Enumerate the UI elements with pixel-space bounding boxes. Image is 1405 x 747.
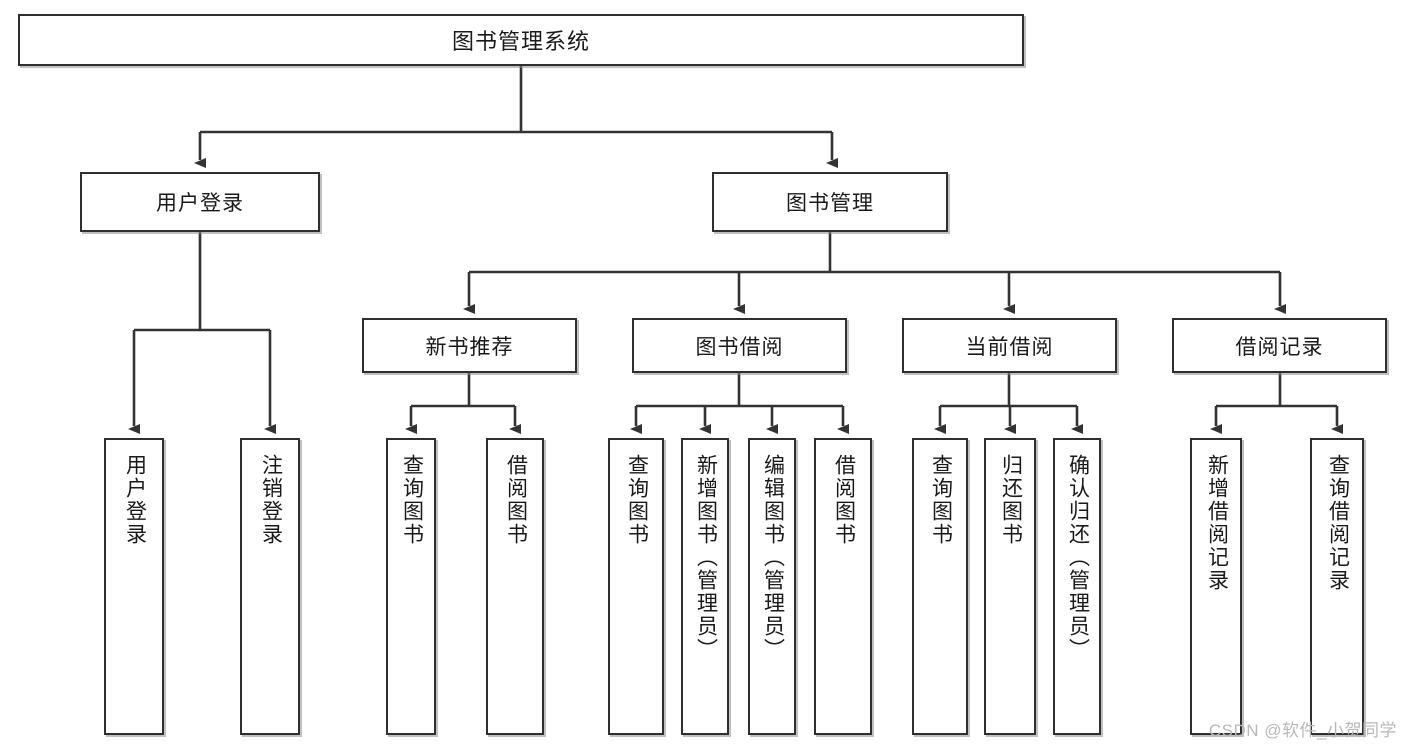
node-book-management[interactable]: 图书管理	[712, 172, 948, 232]
node-current-borrow[interactable]: 当前借阅	[902, 318, 1117, 373]
node-label: 图书管理	[786, 192, 874, 215]
node-label: 编辑图书（管理员）	[761, 454, 785, 661]
node-book-borrow[interactable]: 图书借阅	[632, 318, 847, 373]
node-label: 图书借阅	[695, 335, 784, 359]
node-new-book-recommend[interactable]: 新书推荐	[362, 318, 577, 373]
watermark: CSDN @软件_小贺同学	[1208, 721, 1397, 740]
node-label: 查询借阅记录	[1326, 454, 1350, 592]
leaf-query-book-borrow[interactable]: 查询图书	[608, 438, 664, 735]
leaf-add-borrow-record[interactable]: 新增借阅记录	[1190, 438, 1242, 735]
node-label: 用户登录	[156, 192, 244, 215]
node-borrow-record[interactable]: 借阅记录	[1172, 318, 1387, 373]
leaf-query-book-current[interactable]: 查询图书	[912, 438, 968, 735]
node-label: 注销登录	[259, 454, 283, 546]
leaf-logout-login[interactable]: 注销登录	[240, 438, 300, 735]
node-label: 借阅图书	[504, 454, 528, 546]
leaf-query-book-recommend[interactable]: 查询图书	[386, 438, 436, 735]
node-label: 确认归还（管理员）	[1066, 454, 1090, 661]
leaf-edit-book-admin[interactable]: 编辑图书（管理员）	[748, 438, 796, 735]
node-label: 查询图书	[625, 454, 649, 546]
node-label: 新增图书（管理员）	[694, 454, 718, 661]
node-label: 新增借阅记录	[1205, 454, 1229, 592]
node-label: 借阅记录	[1235, 335, 1324, 359]
leaf-add-book-admin[interactable]: 新增图书（管理员）	[681, 438, 729, 735]
leaf-borrow-book-recommend[interactable]: 借阅图书	[486, 438, 544, 735]
node-root-system[interactable]: 图书管理系统	[18, 14, 1024, 66]
node-label: 查询图书	[400, 454, 424, 546]
node-label: 归还图书	[999, 454, 1023, 546]
node-label: 借阅图书	[832, 454, 856, 546]
node-label: 新书推荐	[425, 335, 514, 359]
node-label: 用户登录	[123, 454, 147, 546]
leaf-confirm-return-admin[interactable]: 确认归还（管理员）	[1053, 438, 1101, 735]
leaf-query-borrow-record[interactable]: 查询借阅记录	[1310, 438, 1364, 735]
node-user-login[interactable]: 用户登录	[80, 172, 320, 232]
leaf-borrow-book[interactable]: 借阅图书	[814, 438, 872, 735]
node-label: 当前借阅	[965, 335, 1054, 359]
leaf-user-login[interactable]: 用户登录	[104, 438, 164, 735]
node-label: 图书管理系统	[451, 29, 590, 54]
leaf-return-book[interactable]: 归还图书	[984, 438, 1036, 735]
node-label: 查询图书	[929, 454, 953, 546]
